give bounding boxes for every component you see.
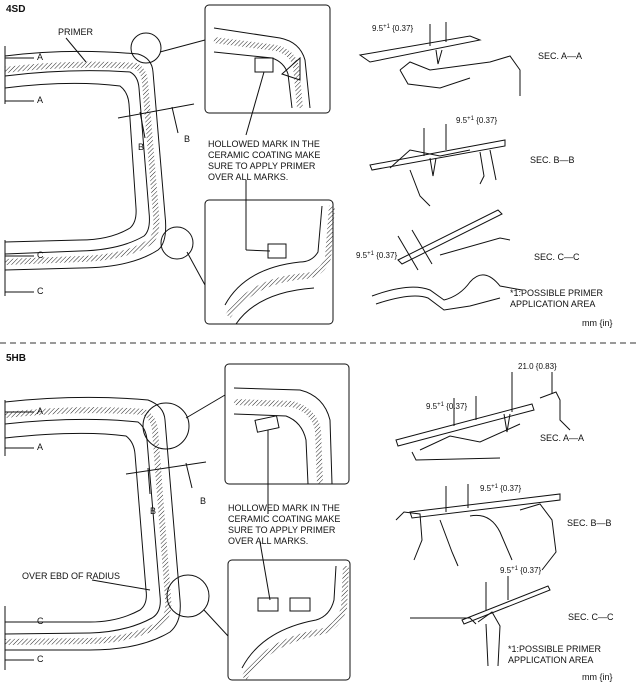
dim-tolerance: +1 bbox=[383, 24, 390, 30]
bottom-dim-b: 9.5+1 {0.37} bbox=[480, 482, 521, 494]
top-sections bbox=[358, 22, 523, 311]
top-detail-box-lower bbox=[204, 180, 335, 325]
top-footnote-line: APPLICATION AREA bbox=[510, 299, 596, 309]
top-note-line: CERAMIC COATING MAKE bbox=[208, 150, 321, 160]
top-cut-b-right-label: B bbox=[184, 134, 191, 144]
bottom-windshield bbox=[4, 396, 181, 651]
bottom-detail-box-lower bbox=[227, 541, 351, 681]
top-primer-label: PRIMER bbox=[58, 27, 94, 37]
top-sec-c-label: SEC. C—C bbox=[534, 252, 580, 262]
dim-tolerance: +1 bbox=[511, 566, 518, 572]
top-dim-a: 9.5+1 {0.37} bbox=[372, 22, 413, 34]
bottom-dim-a: 9.5+1 {0.37} bbox=[426, 400, 467, 412]
top-note-line: SURE TO APPLY PRIMER bbox=[208, 161, 316, 171]
top-units: mm {in} bbox=[582, 318, 613, 328]
bottom-footnote: *1:POSSIBLE PRIMER APPLICATION AREA bbox=[508, 644, 601, 666]
dim-base: 9.5 bbox=[356, 251, 368, 260]
bottom-cut-a-top-label: A bbox=[37, 406, 44, 416]
top-detail-box-upper bbox=[204, 4, 331, 136]
dim-base: 9.5 bbox=[480, 484, 492, 493]
bottom-cut-c-top-label: C bbox=[37, 616, 44, 626]
top-cut-lines bbox=[4, 32, 206, 296]
bottom-radius-label: OVER EBD OF RADIUS bbox=[22, 571, 121, 581]
top-note: HOLLOWED MARK IN THE CERAMIC COATING MAK… bbox=[208, 139, 358, 183]
bottom-note-line: OVER ALL MARKS. bbox=[228, 536, 309, 546]
dim-base: 9.5 bbox=[426, 402, 438, 411]
bottom-sec-a-label: SEC. A—A bbox=[540, 433, 585, 443]
dim-tolerance: +1 bbox=[367, 251, 374, 257]
dim-inches: {0.37} bbox=[392, 24, 414, 33]
top-dim-b: 9.5+1 {0.37} bbox=[456, 114, 497, 126]
top-dim-c: 9.5+1 {0.37} bbox=[356, 249, 397, 261]
top-note-line: HOLLOWED MARK IN THE bbox=[208, 139, 320, 149]
bottom-detail-box-upper bbox=[224, 363, 350, 514]
bottom-note-line: CERAMIC COATING MAKE bbox=[228, 514, 341, 524]
bottom-cut-b-right-label: B bbox=[200, 496, 207, 506]
dim-tolerance: +1 bbox=[467, 116, 474, 122]
top-footnote-line: *1:POSSIBLE PRIMER bbox=[510, 288, 604, 298]
bottom-heading: 5HB bbox=[6, 353, 27, 364]
bottom-footnote-line: *1:POSSIBLE PRIMER bbox=[508, 644, 602, 654]
top-windshield bbox=[4, 50, 167, 271]
top-cut-a-bottom-label: A bbox=[37, 95, 44, 105]
dim-inches: {0.37} bbox=[446, 402, 468, 411]
top-note-line: OVER ALL MARKS. bbox=[208, 172, 289, 182]
bottom-note-line: HOLLOWED MARK IN THE bbox=[228, 503, 340, 513]
top-cut-b-left-label: B bbox=[138, 142, 145, 152]
top-sec-b-label: SEC. B—B bbox=[530, 155, 575, 165]
dim-inches: {0.37} bbox=[476, 116, 498, 125]
dim-tolerance: +1 bbox=[491, 484, 498, 490]
bottom-sec-b-label: SEC. B—B bbox=[567, 518, 612, 528]
top-footnote: *1:POSSIBLE PRIMER APPLICATION AREA bbox=[510, 288, 603, 310]
bottom-cut-b-left-label: B bbox=[150, 506, 157, 516]
bottom-footnote-line: APPLICATION AREA bbox=[508, 655, 594, 665]
dim-tolerance: +1 bbox=[437, 402, 444, 408]
bottom-cut-lines bbox=[4, 394, 229, 670]
bottom-cut-a-bottom-label: A bbox=[37, 442, 44, 452]
dim-base: 9.5 bbox=[500, 566, 512, 575]
top-cut-c-top-label: C bbox=[37, 250, 44, 260]
dim-inches: {0.37} bbox=[376, 251, 398, 260]
bottom-note: HOLLOWED MARK IN THE CERAMIC COATING MAK… bbox=[228, 503, 378, 547]
bottom-note-line: SURE TO APPLY PRIMER bbox=[228, 525, 336, 535]
top-sec-a-label: SEC. A—A bbox=[538, 51, 583, 61]
bottom-units: mm {in} bbox=[582, 672, 613, 682]
top-cut-c-bottom-label: C bbox=[37, 286, 44, 296]
dim-base: 9.5 bbox=[456, 116, 468, 125]
bottom-dim-top: 21.0 {0.83} bbox=[518, 362, 557, 371]
dim-inches: {0.37} bbox=[520, 566, 542, 575]
bottom-dim-c: 9.5+1 {0.37} bbox=[500, 564, 541, 576]
dim-base: 9.5 bbox=[372, 24, 384, 33]
bottom-cut-c-bottom-label: C bbox=[37, 654, 44, 664]
bottom-sec-c-label: SEC. C—C bbox=[568, 612, 614, 622]
dim-inches: {0.37} bbox=[500, 484, 522, 493]
bottom-sections bbox=[395, 372, 571, 667]
top-cut-a-top-label: A bbox=[37, 52, 44, 62]
top-heading: 4SD bbox=[6, 4, 26, 15]
